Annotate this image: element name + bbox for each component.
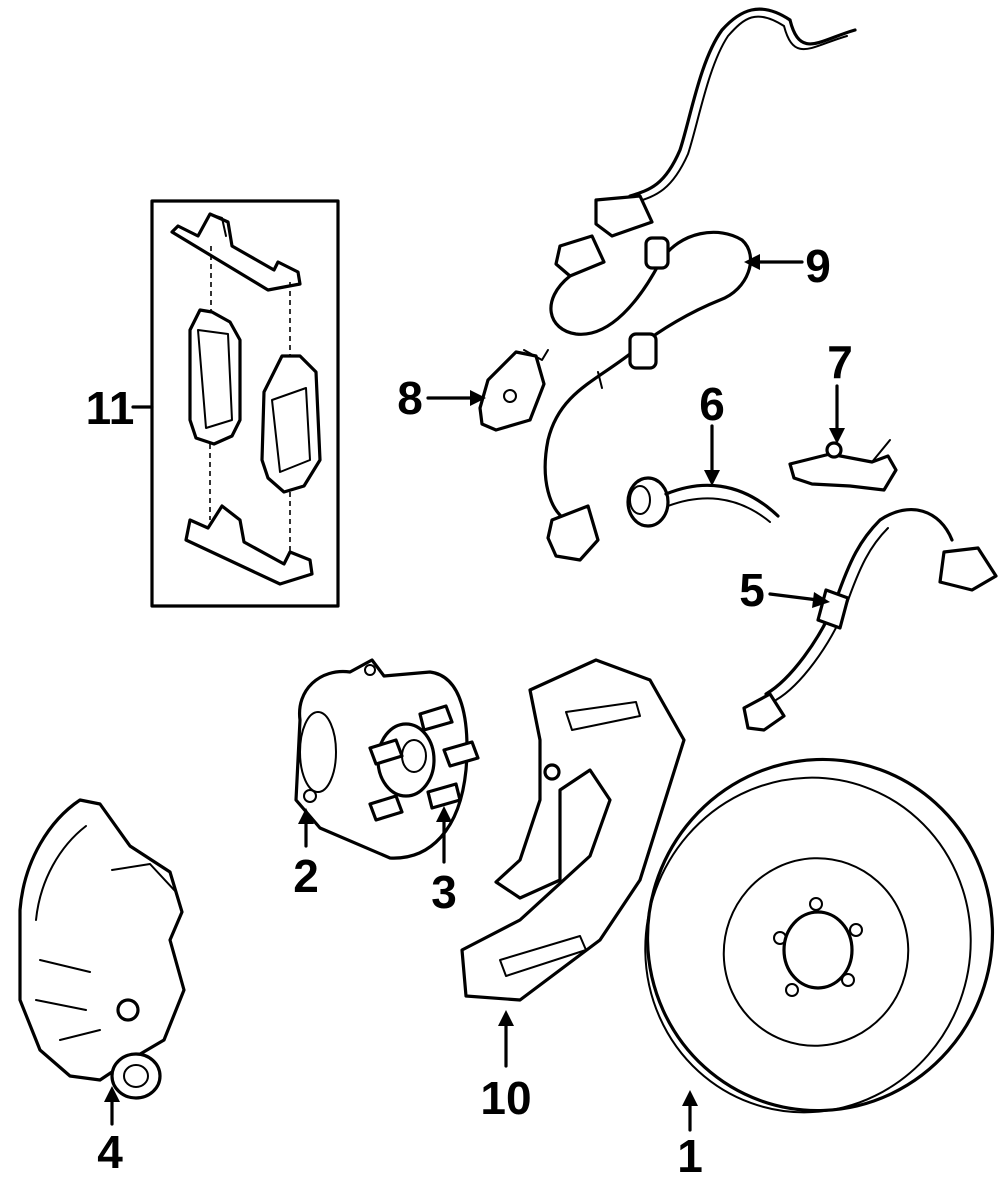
sensor-clip[interactable] — [788, 439, 898, 492]
callout-3: 3 — [431, 866, 457, 918]
leader-5 — [768, 592, 820, 602]
anti-rattle-clip-bottom — [184, 504, 314, 586]
harness-connector-lower — [554, 234, 606, 278]
pad-kit-frame — [150, 199, 340, 608]
sensor-connector — [938, 546, 998, 592]
harness-connector-upper — [594, 194, 654, 238]
callout-10: 10 — [480, 1072, 531, 1124]
brake-pad-kit[interactable] — [150, 199, 340, 608]
callout-6: 6 — [699, 378, 725, 430]
callout-2: 2 — [293, 850, 319, 902]
sensor-cable[interactable] — [626, 476, 780, 528]
abs-wiring-harness[interactable] — [543, 7, 857, 562]
callout-9: 9 — [805, 240, 831, 292]
callout-7: 7 — [827, 336, 853, 388]
callout-1: 1 — [677, 1130, 703, 1180]
caliper-fitting — [110, 1052, 162, 1100]
harness-plug — [546, 504, 600, 562]
harness-grommet-1 — [644, 236, 670, 270]
sensor-bracket[interactable] — [478, 349, 549, 432]
callout-11: 11 — [86, 382, 135, 434]
callout-5: 5 — [739, 564, 765, 616]
brake-pad-outer — [260, 354, 322, 494]
splash-shield[interactable] — [460, 658, 686, 1002]
harness-grommet-2 — [628, 332, 658, 370]
callout-8: 8 — [397, 372, 423, 424]
anti-rattle-clip-top — [170, 212, 302, 292]
brake-rotor[interactable] — [598, 711, 1000, 1159]
brake-caliper[interactable] — [18, 798, 186, 1100]
sensor-head — [742, 692, 786, 732]
callout-4: 4 — [97, 1126, 123, 1178]
wheel-studs[interactable] — [368, 704, 480, 822]
wheel-speed-sensor[interactable] — [742, 508, 998, 732]
